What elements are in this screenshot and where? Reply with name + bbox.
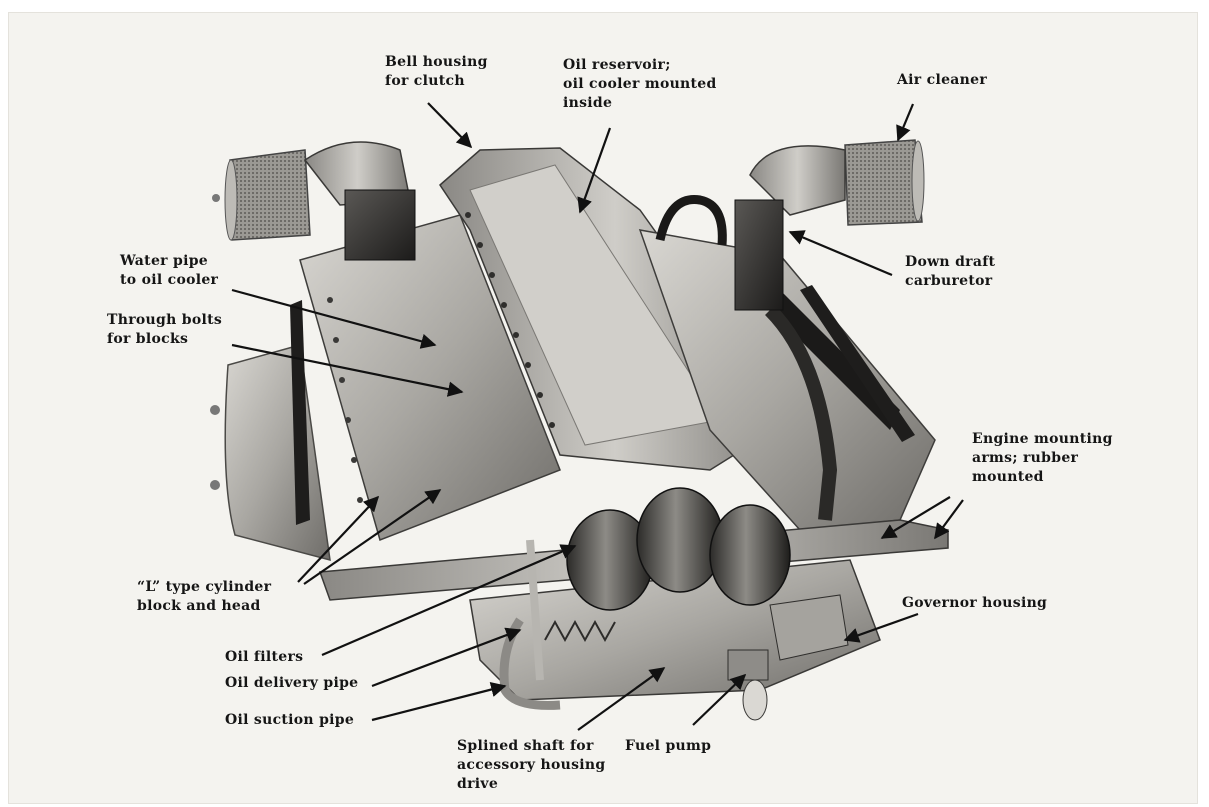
- arrow-oil-reservoir: [577, 127, 612, 214]
- label-oil-filters: Oil filters: [225, 649, 304, 665]
- label-oil-suction-pipe: Oil suction pipe: [225, 712, 355, 728]
- label-l-type-cylinder: “L” type cylinder block and head: [137, 579, 272, 614]
- label-bell-housing: Bell housing for clutch: [385, 54, 488, 89]
- arrow-air-cleaner: [896, 103, 915, 142]
- arrow-carburetor: [788, 230, 893, 277]
- arrow-oil-suction: [371, 681, 507, 722]
- label-governor-housing: Governor housing: [902, 595, 1048, 611]
- arrow-governor: [843, 612, 919, 643]
- arrow-mounting-arm-1: [880, 496, 951, 539]
- arrow-splined-shaft: [577, 667, 666, 731]
- label-splined-shaft: Splined shaft for accessory housing driv…: [457, 738, 606, 792]
- arrow-oil-delivery: [371, 627, 522, 688]
- label-through-bolts: Through bolts for blocks: [107, 312, 223, 347]
- label-oil-delivery-pipe: Oil delivery pipe: [225, 675, 359, 691]
- label-fuel-pump: Fuel pump: [625, 738, 712, 754]
- label-air-cleaner: Air cleaner: [897, 72, 988, 88]
- label-engine-mounting-arms: Engine mounting arms; rubber mounted: [972, 431, 1113, 485]
- label-water-pipe: Water pipe to oil cooler: [120, 253, 219, 288]
- arrow-through-bolts: [231, 343, 464, 397]
- arrow-cylinder-1: [297, 495, 380, 583]
- arrow-cylinder-2: [303, 489, 442, 585]
- label-down-draft-carburetor: Down draft carburetor: [905, 254, 996, 289]
- label-oil-reservoir: Oil reservoir; oil cooler mounted inside: [563, 57, 717, 111]
- engine-body: [210, 139, 949, 721]
- arrow-mounting-arm-2: [934, 499, 964, 540]
- arrow-water-pipe: [231, 288, 437, 349]
- arrow-bell-housing: [427, 102, 473, 149]
- arrow-oil-filters: [321, 544, 577, 657]
- arrow-fuel-pump: [692, 673, 747, 726]
